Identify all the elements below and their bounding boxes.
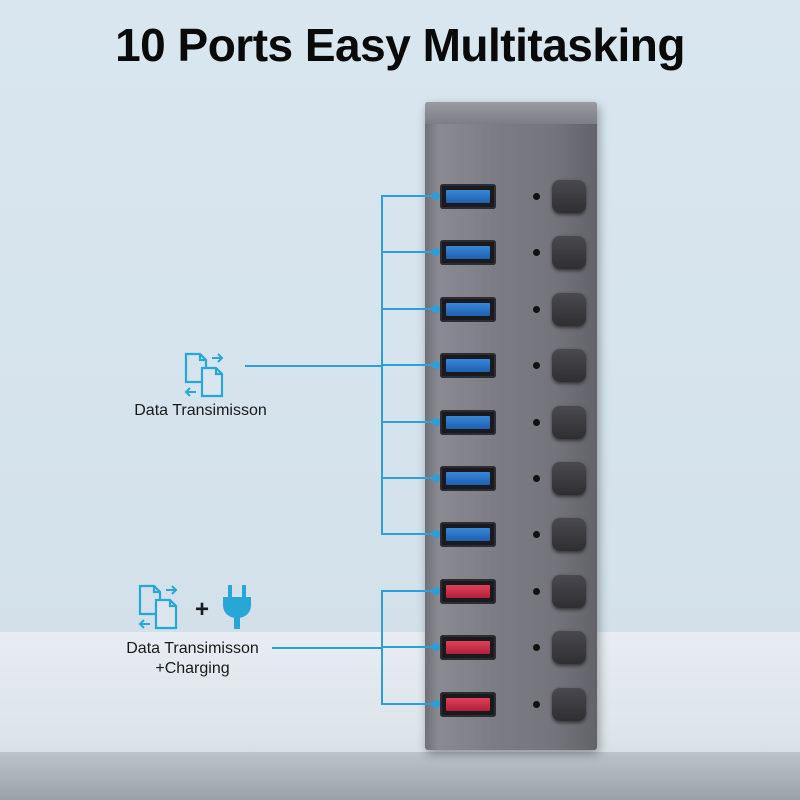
usb-hub [425,102,597,750]
usb-port-tongue [446,415,490,429]
usb-port-tongue [446,697,490,711]
port-connector-dot [432,192,440,200]
port-power-button-10[interactable] [552,686,586,721]
port-power-button-9[interactable] [552,630,586,665]
usb-port-5[interactable] [440,409,496,435]
port-power-button-4[interactable] [552,348,586,383]
page-title: 10 Ports Easy Multitasking [115,19,685,71]
port-connector-dot [432,361,440,370]
port-connector-line [381,533,436,536]
port-connector-dot [432,474,440,482]
port-connector-line [381,251,436,254]
port-connector-dot [432,586,440,595]
port-led-indicator [533,362,540,370]
port-led-indicator [533,531,540,539]
port-led-indicator [533,700,540,708]
usb-port-tongue [446,472,490,485]
data-charging-label-line1: Data Transimisson +Charging [126,640,259,677]
port-power-button-1[interactable] [552,179,586,213]
usb-port-tongue [446,359,490,373]
usb-port-tongue [446,641,490,655]
port-led-indicator [533,475,540,482]
usb-port-3[interactable] [440,296,496,322]
port-connector-line [381,702,436,705]
shelf-edge [0,752,800,800]
data-transfer-icon [136,582,182,637]
port-connector-dot [432,304,440,313]
port-power-button-6[interactable] [552,461,586,495]
port-connector-line [381,477,436,479]
port-led-indicator [533,249,540,257]
port-connector-dot [432,417,440,426]
connector-charging-label [272,647,382,649]
usb-port-4[interactable] [440,353,496,379]
port-led-indicator [533,644,540,652]
port-power-button-5[interactable] [552,404,586,439]
port-connector-dot [432,699,440,708]
port-connector-dot [432,248,440,257]
usb-port-9[interactable] [440,635,496,661]
port-connector-dot [432,530,440,539]
usb-port-tongue [446,584,490,598]
port-power-button-3[interactable] [552,291,586,326]
port-led-indicator [533,587,540,595]
hub-top-cap [425,102,597,124]
port-connector-dot [432,643,440,652]
usb-port-8[interactable] [440,578,496,604]
usb-port-7[interactable] [440,522,496,548]
port-led-indicator [533,305,540,313]
port-connector-line [381,646,436,649]
usb-port-tongue [446,528,490,542]
data-charging-label: Data Transimisson +Charging [110,639,275,679]
port-led-indicator [533,193,540,200]
usb-port-tongue [446,190,490,203]
port-led-indicator [533,418,540,426]
plus-sign: + [194,596,209,623]
port-connector-line [381,589,436,592]
usb-port-1[interactable] [440,184,496,209]
port-power-button-8[interactable] [552,573,586,608]
usb-port-2[interactable] [440,240,496,266]
port-power-button-7[interactable] [552,517,586,552]
data-transmission-label: Data Transimisson [134,402,267,419]
usb-port-tongue [446,302,490,316]
usb-port-6[interactable] [440,466,496,491]
port-connector-line [381,420,436,423]
port-power-button-2[interactable] [552,235,586,270]
usb-port-10[interactable] [440,691,496,717]
usb-port-tongue [446,246,490,260]
connector-data-label [245,365,382,367]
port-connector-line [381,195,436,197]
power-plug-icon [219,583,255,636]
port-connector-line [381,307,436,310]
data-transfer-icon [182,350,228,405]
port-connector-line [381,364,436,367]
